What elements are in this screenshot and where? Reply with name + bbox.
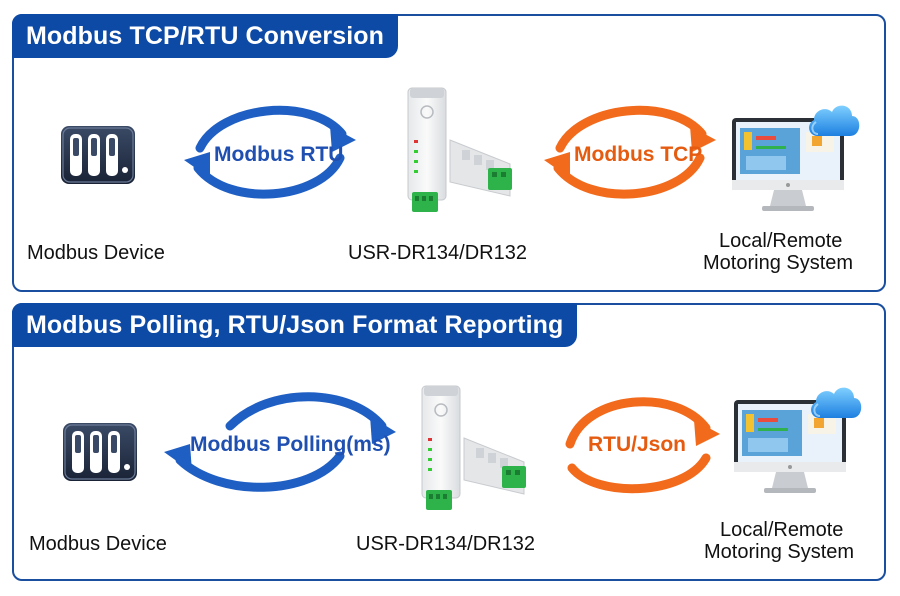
section-title: Modbus Polling, RTU/Json Format Reportin…: [12, 303, 578, 347]
left-device-label: Modbus Device: [27, 242, 165, 264]
right-arrow-label: RTU/Json: [588, 433, 687, 456]
monitor-icon: [734, 400, 846, 493]
cloud-icon: [809, 105, 860, 136]
modbus-device-icon: [61, 126, 135, 184]
gateway-label: USR-DR134/DR132: [348, 242, 527, 264]
gateway-label: USR-DR134/DR132: [356, 533, 535, 555]
modbus-device-icon: [63, 423, 137, 481]
system-label-line2: Motoring System: [703, 252, 854, 274]
system-label-line1: Local/Remote: [719, 230, 843, 252]
cloud-icon: [811, 387, 862, 418]
left-device-label: Modbus Device: [29, 533, 167, 555]
section-title: Modbus TCP/RTU Conversion: [12, 14, 399, 58]
left-arrow-label: Modbus Polling(ms): [190, 433, 391, 456]
modbus-polling-arrow: [164, 392, 396, 492]
modbus-tcp-arrow: [544, 105, 716, 199]
system-label-line2: Motoring System: [704, 541, 855, 563]
rtu-json-arrow: [565, 397, 720, 494]
left-arrow-label: Modbus RTU: [214, 143, 344, 166]
right-arrow-label: Modbus TCP: [574, 143, 703, 166]
system-label-line1: Local/Remote: [720, 519, 844, 541]
gateway-device-icon: [407, 87, 512, 212]
gateway-device-icon: [421, 385, 526, 510]
modbus-rtu-arrow: [184, 105, 356, 199]
